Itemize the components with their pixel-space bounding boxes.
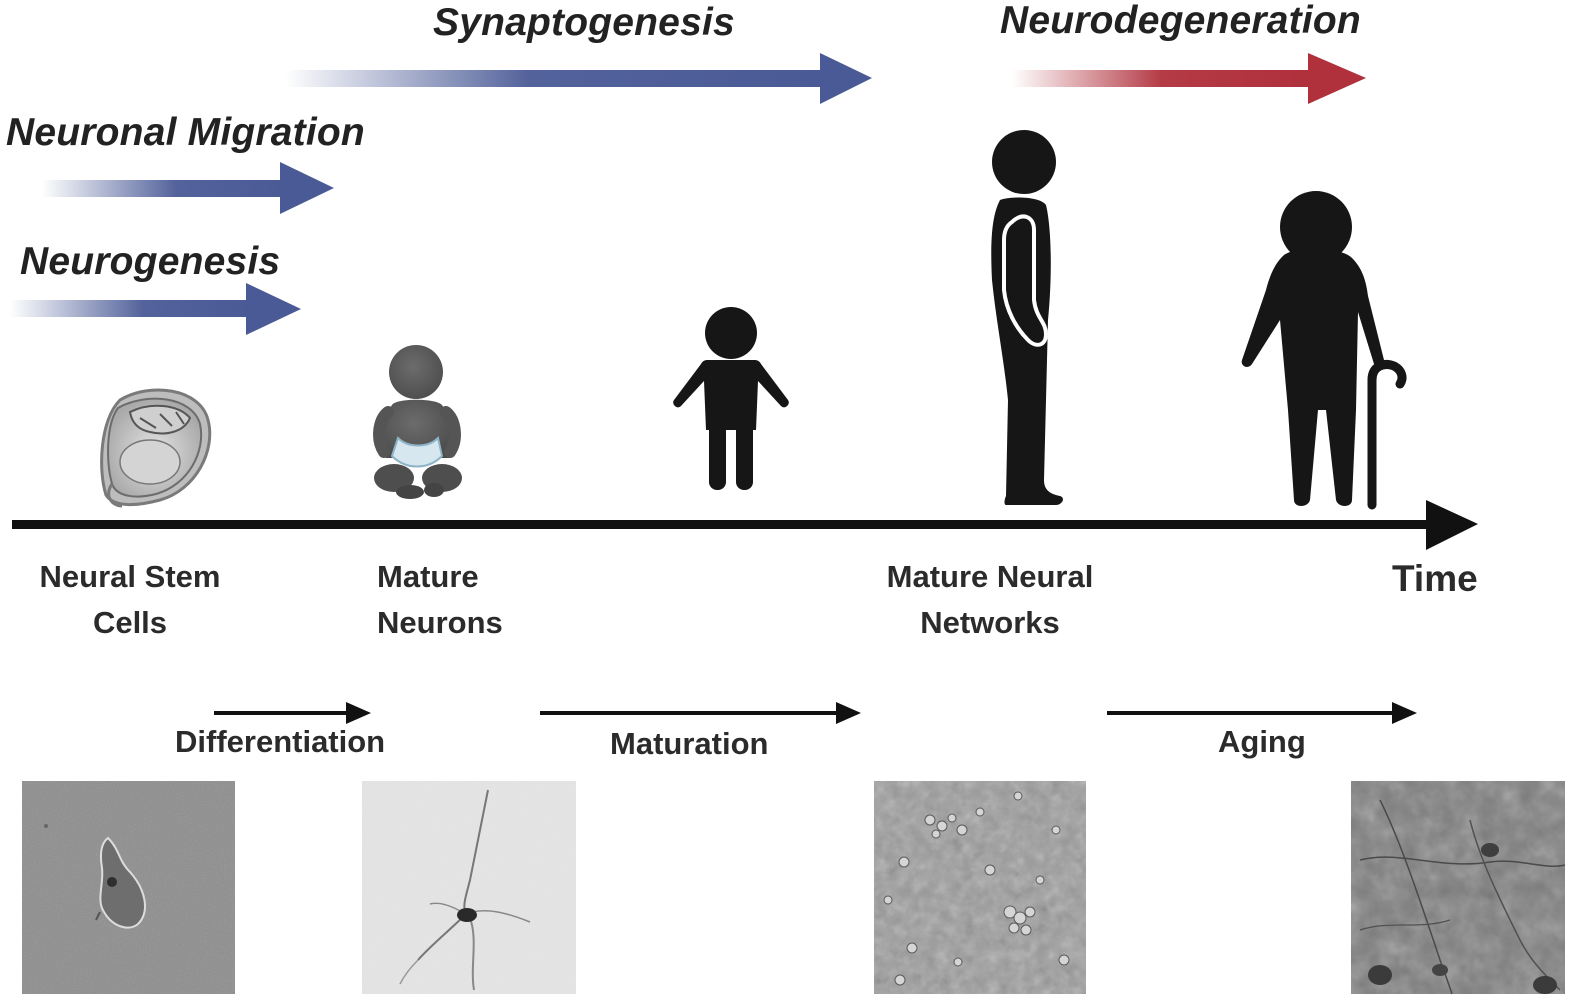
aging-label: Aging <box>1218 724 1306 759</box>
differentiation-label: Differentiation <box>175 724 386 759</box>
maturation-label: Maturation <box>610 726 769 761</box>
neuronal-migration-label: Neuronal Migration <box>6 111 365 154</box>
synaptogenesis-label: Synaptogenesis <box>433 1 735 44</box>
micrograph-mature-neuron <box>362 781 576 994</box>
elderly-icon <box>1241 191 1407 510</box>
stage-neural-stem-cells-line2: Cells <box>92 605 168 640</box>
differentiation-arrow <box>214 702 371 724</box>
stage-mature-neurons-line2: Neurons <box>377 605 503 640</box>
stage-mature-neural-networks-line1: Mature Neural <box>886 559 1094 594</box>
stage-mature-neural-networks-line2: Networks <box>920 605 1060 640</box>
neurogenesis-label: Neurogenesis <box>20 240 281 283</box>
stage-neural-stem-cells: Neural Stem Cells <box>30 554 230 646</box>
stage-neural-stem-cells-line1: Neural Stem <box>39 559 221 594</box>
neurogenesis-arrow <box>10 283 301 335</box>
micrograph-mature-network <box>874 781 1086 994</box>
neurodegeneration-arrow <box>1012 53 1366 104</box>
micrograph-neural-stem-cell <box>22 781 235 994</box>
fetus-icon <box>100 388 212 508</box>
infant-icon <box>373 345 462 499</box>
child-icon <box>673 307 789 490</box>
adult-icon <box>991 130 1063 505</box>
aging-arrow <box>1107 702 1417 724</box>
time-axis-label: Time <box>1392 558 1478 599</box>
stage-mature-neural-networks: Mature Neural Networks <box>870 554 1110 646</box>
stage-mature-neurons-line1: Mature <box>377 559 479 594</box>
maturation-arrow <box>540 702 861 724</box>
stage-mature-neurons: Mature Neurons <box>377 554 503 646</box>
micrograph-aged-network <box>1351 781 1566 995</box>
neurodegeneration-label: Neurodegeneration <box>1000 0 1361 42</box>
neuronal-migration-arrow <box>42 162 334 214</box>
synaptogenesis-arrow <box>285 53 872 104</box>
timeline-axis <box>12 500 1478 550</box>
